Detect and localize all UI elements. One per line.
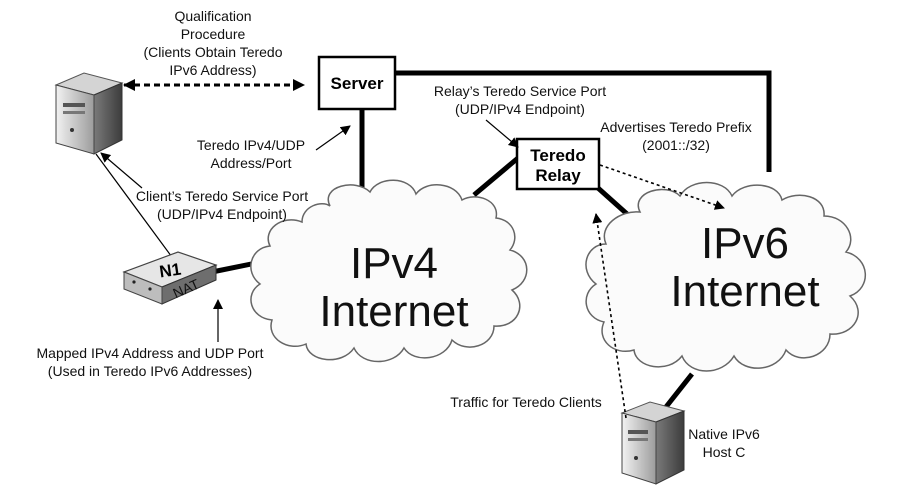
advertises-line1: Advertises Teredo Prefix [600, 119, 751, 135]
ipv4-internet-cloud: IPv4 Internet [250, 179, 528, 363]
relay-label-line1: Teredo [530, 146, 585, 165]
qualification-line1: Qualification [174, 8, 251, 24]
relay-port-arrow [485, 119, 519, 148]
qualification-line3: (Clients Obtain Teredo [143, 44, 282, 60]
client-port-arrow [100, 152, 143, 189]
client-tower-icon [54, 72, 124, 155]
ipv6-line1: IPv6 [701, 219, 789, 268]
teredo-ipv4-udp-label: Teredo IPv4/UDP Address/Port [197, 137, 305, 171]
nat-name-label: N1 [158, 260, 182, 282]
server-label: Server [331, 74, 384, 93]
ipv4-line1: IPv4 [350, 239, 438, 288]
qualification-line4: IPv6 Address) [169, 62, 256, 78]
server-to-ipv6-link [395, 70, 772, 172]
ipv6-internet-cloud: IPv6 Internet [585, 181, 867, 372]
native-host-line1: Native IPv6 [688, 426, 760, 442]
mapped-address-label: Mapped IPv4 Address and UDP Port (Used i… [37, 345, 264, 379]
traffic-arrow [592, 213, 627, 419]
teredo-ipv4-udp-line2: Address/Port [211, 155, 292, 171]
advertises-line2: (2001::/32) [642, 137, 710, 153]
nat-device-n1: N1 NAT [122, 251, 218, 305]
client-port-line1: Client’s Teredo Service Port [136, 188, 308, 204]
relay-label-line2: Relay [535, 166, 581, 185]
mapped-line2: (Used in Teredo IPv6 Addresses) [48, 363, 252, 379]
advertises-prefix-label: Advertises Teredo Prefix (2001::/32) [600, 119, 751, 153]
ipv6-line2: Internet [670, 267, 819, 316]
traffic-line1: Traffic for Teredo Clients [450, 394, 601, 410]
teredo-relay-box: Teredo Relay [515, 137, 601, 191]
relay-port-label: Relay’s Teredo Service Port (UDP/IPv4 En… [434, 83, 606, 117]
mapped-line1: Mapped IPv4 Address and UDP Port [37, 345, 264, 361]
ipv4-line2: Internet [319, 287, 468, 336]
qualification-line2: Procedure [181, 26, 246, 42]
advertises-prefix-arrow [599, 164, 725, 210]
native-host-line2: Host C [703, 444, 746, 460]
traffic-label: Traffic for Teredo Clients [450, 394, 601, 410]
teredo-ipv4-udp-arrow [315, 125, 351, 151]
client-port-label: Client’s Teredo Service Port (UDP/IPv4 E… [136, 188, 308, 222]
native-host-label: Native IPv6 Host C [688, 426, 760, 460]
teredo-server-box: Server [317, 55, 397, 111]
client-port-line2: (UDP/IPv4 Endpoint) [157, 206, 287, 222]
qualification-label: Qualification Procedure (Clients Obtain … [143, 8, 282, 78]
relay-port-line2: (UDP/IPv4 Endpoint) [455, 101, 585, 117]
relay-port-line1: Relay’s Teredo Service Port [434, 83, 606, 99]
teredo-ipv4-udp-line1: Teredo IPv4/UDP [197, 137, 305, 153]
native-ipv6-host-icon [620, 401, 686, 485]
ipv6-to-host-link [660, 372, 694, 414]
ipv4-to-relay-link [472, 156, 520, 197]
